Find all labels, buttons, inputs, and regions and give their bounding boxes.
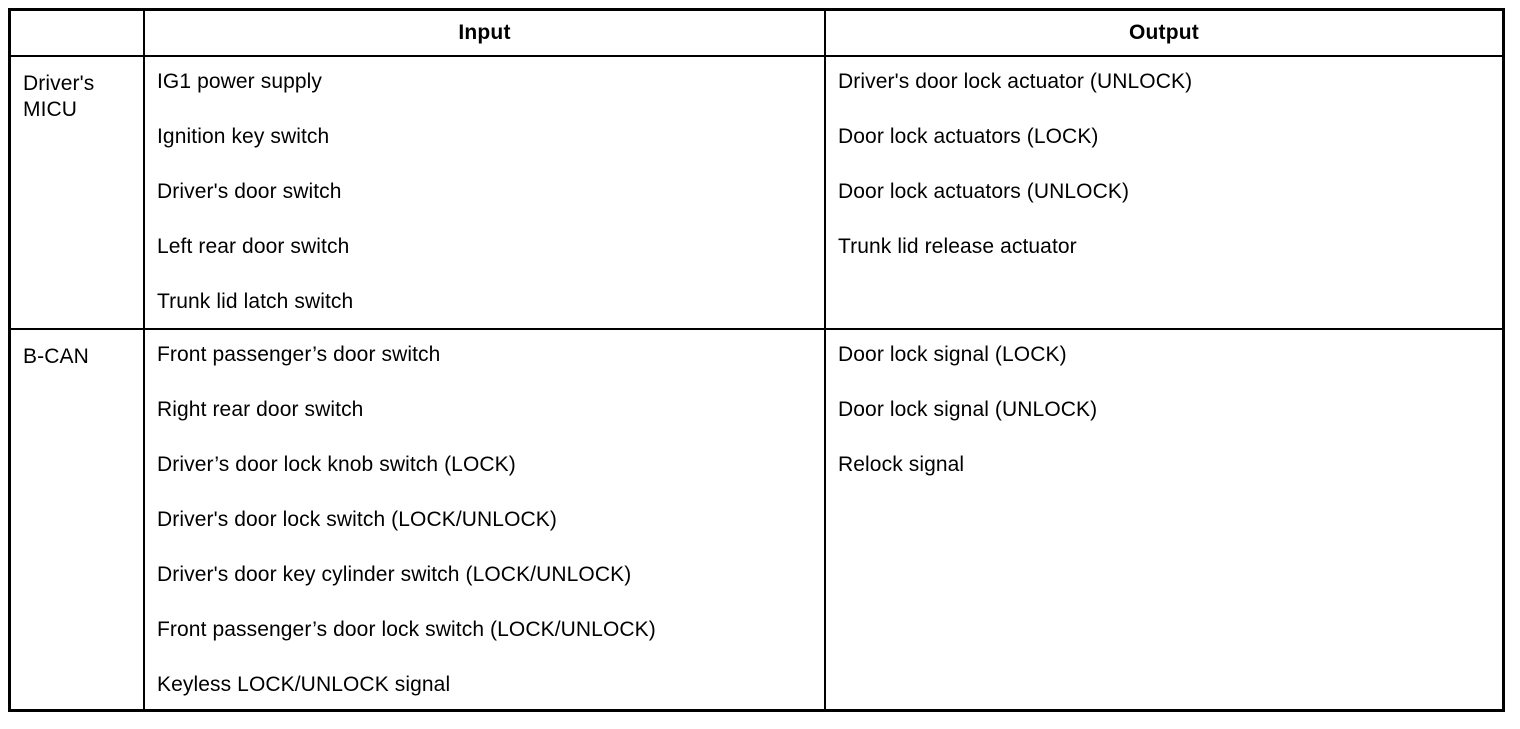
input-output-table: Input Output Driver's MICU IG1 power sup… — [8, 8, 1505, 712]
row-inputs-b-can: Front passenger’s door switch Right rear… — [157, 344, 817, 729]
row-category-line-1: Driver's — [23, 72, 95, 95]
list-item: Relock signal — [838, 453, 965, 476]
list-item: Driver's door lock switch (LOCK/UNLOCK) — [157, 508, 557, 531]
row-inputs-driver-micu: IG1 power supply Ignition key switch Dri… — [157, 71, 817, 346]
list-item: Driver's door lock actuator (UNLOCK) — [838, 70, 1193, 93]
row-divider-micu-bcan — [11, 328, 1502, 330]
list-item: Door lock actuators (LOCK) — [838, 125, 1099, 148]
row-outputs-b-can: Door lock signal (LOCK) Door lock signal… — [838, 344, 1498, 509]
list-item: Trunk lid release actuator — [838, 235, 1077, 258]
list-item: Driver’s door lock knob switch (LOCK) — [157, 453, 516, 476]
list-item: Keyless LOCK/UNLOCK signal — [157, 673, 451, 696]
column-divider-category-input — [143, 11, 145, 709]
list-item: Left rear door switch — [157, 235, 350, 258]
column-header-output: Output — [1128, 21, 1199, 44]
row-category-line-1: B-CAN — [23, 345, 89, 368]
row-category-line-2: MICU — [23, 98, 78, 121]
list-item: Driver's door key cylinder switch (LOCK/… — [157, 563, 632, 586]
row-outputs-driver-micu: Driver's door lock actuator (UNLOCK) Doo… — [838, 71, 1498, 291]
column-divider-input-output — [824, 11, 826, 709]
list-item: Driver's door switch — [157, 180, 342, 203]
list-item: IG1 power supply — [157, 70, 323, 93]
column-header-input: Input — [458, 21, 511, 44]
row-category-b-can: B-CAN — [23, 344, 143, 370]
list-item: Door lock actuators (UNLOCK) — [838, 180, 1130, 203]
list-item: Right rear door switch — [157, 398, 364, 421]
list-item: Front passenger’s door switch — [157, 343, 441, 366]
row-category-driver-micu: Driver's MICU — [23, 71, 143, 123]
list-item: Ignition key switch — [157, 125, 330, 148]
header-row-divider — [11, 55, 1502, 57]
list-item: Door lock signal (LOCK) — [838, 343, 1067, 366]
list-item: Front passenger’s door lock switch (LOCK… — [157, 618, 656, 641]
list-item: Door lock signal (UNLOCK) — [838, 398, 1098, 421]
list-item: Trunk lid latch switch — [157, 290, 354, 313]
